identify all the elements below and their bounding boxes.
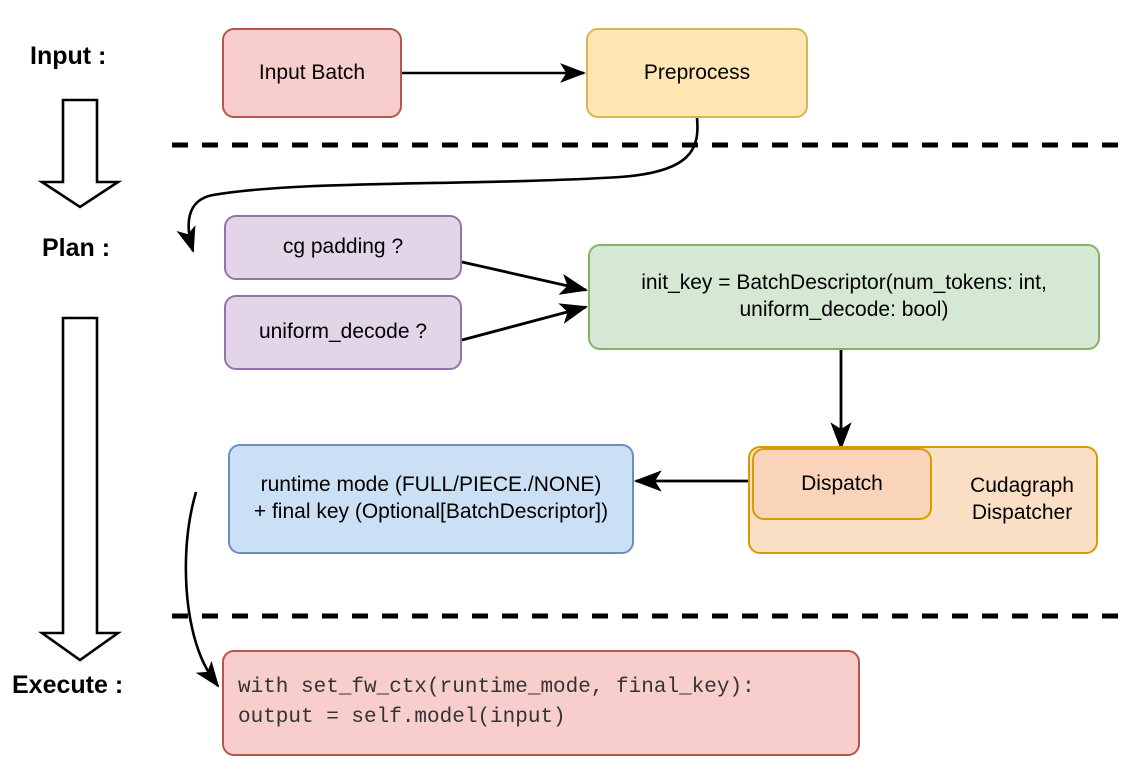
arrow-cg-padding-to-init-key: [461, 260, 589, 295]
node-uniform-decode[interactable]: uniform_decode ?: [224, 295, 462, 370]
arrow-runtime-mode-to-execute-code: [184, 491, 220, 688]
node-dispatch[interactable]: Dispatch: [752, 448, 932, 520]
node-runtime-mode[interactable]: runtime mode (FULL/PIECE./NONE) + final …: [228, 444, 634, 554]
stage-label-execute: Execute :: [12, 671, 124, 699]
node-cg-padding[interactable]: cg padding ?: [224, 215, 462, 280]
node-input-batch[interactable]: Input Batch: [222, 28, 402, 118]
arrow-uniform-decode-to-init-key: [461, 303, 589, 342]
stage-label-input: Input :: [30, 42, 107, 70]
stage-label-plan: Plan :: [42, 234, 111, 262]
node-execute-code[interactable]: with set_fw_ctx(runtime_mode, final_key)…: [222, 650, 860, 756]
stage-arrow-input-to-plan: [37, 98, 123, 209]
node-init-key[interactable]: init_key = BatchDescriptor(num_tokens: i…: [588, 244, 1100, 350]
node-preprocess[interactable]: Preprocess: [586, 28, 808, 118]
stage-arrow-plan-to-execute: [37, 316, 123, 662]
